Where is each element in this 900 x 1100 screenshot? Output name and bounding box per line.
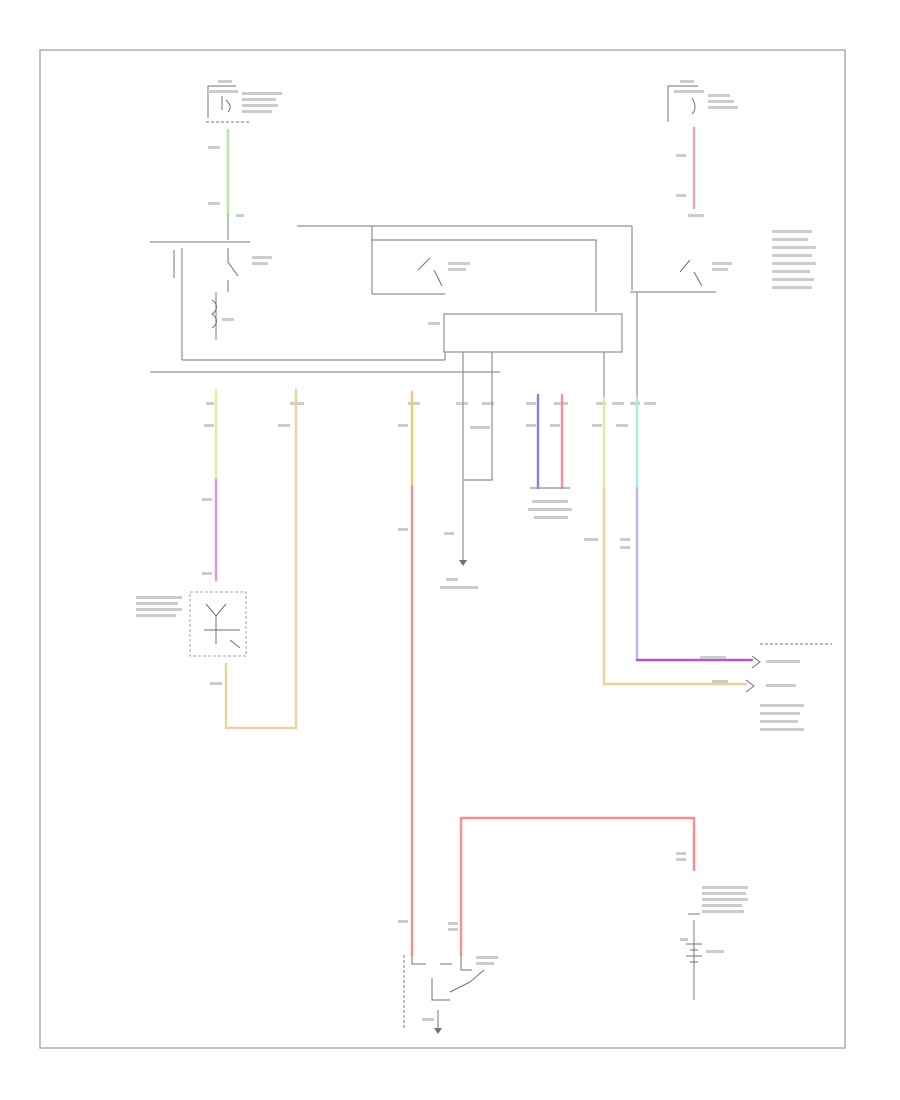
relay-right: [630, 226, 816, 293]
brake-switch-connector: [745, 643, 832, 731]
wire-tan-right: [602, 486, 748, 686]
control-module: [428, 292, 638, 398]
starter-motor: [403, 922, 498, 1034]
transmission-range-switch: [136, 591, 247, 657]
connector-labels: [206, 402, 656, 405]
relay-left: [150, 241, 272, 360]
wire-red-battery: [459, 816, 696, 957]
relay-center: [297, 225, 632, 312]
wire-tan-loop: [224, 388, 298, 730]
diagram-frame: [39, 49, 846, 1049]
fuse-block-left: [206, 80, 282, 123]
fuse-block-right: [667, 80, 738, 122]
